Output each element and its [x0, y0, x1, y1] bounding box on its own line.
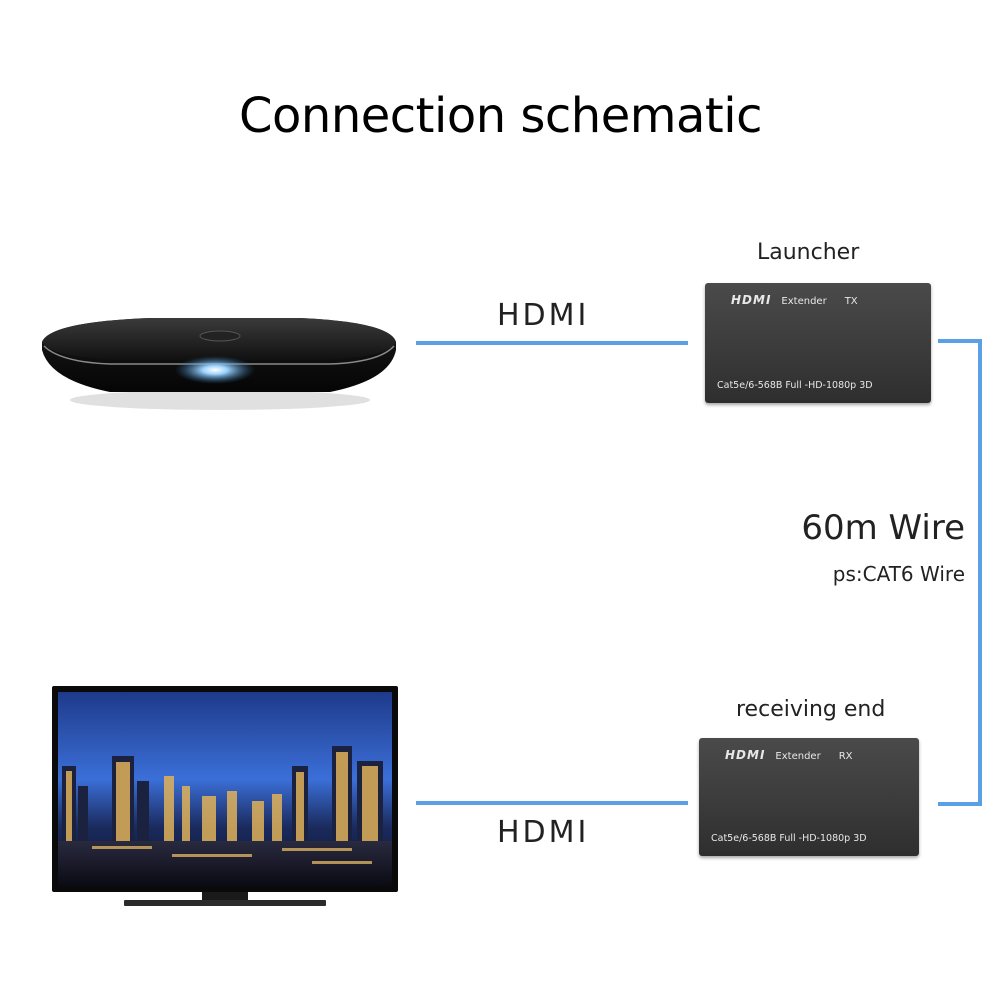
cat-wire-vertical — [978, 339, 982, 806]
wire-length-label: 60m Wire — [801, 508, 965, 548]
wire-type-note: ps:CAT6 Wire — [832, 562, 965, 586]
receiver-label: receiving end — [736, 697, 886, 722]
cat-wire-top — [938, 339, 982, 343]
hdmi-bottom-label: HDMI — [497, 815, 590, 850]
hdmi-top-label: HDMI — [497, 298, 590, 333]
receiver-extender: HDMI Extender RX Cat5e/6-568B Full -HD-108… — [699, 738, 919, 856]
transmitter-model: TX — [844, 296, 858, 307]
transmitter-label: Launcher — [757, 240, 860, 265]
set-top-box-icon — [42, 318, 396, 410]
hdmi-cable-top — [416, 341, 688, 345]
tv-monitor-icon — [52, 686, 398, 906]
receiver-spec: Cat5e/6-568B Full -HD-1080p 3D — [711, 833, 867, 844]
page-title: Connection schematic — [239, 88, 762, 144]
cat-wire-bottom — [938, 802, 982, 806]
receiver-brand: HDMI — [725, 748, 766, 762]
receiver-extender-word: Extender — [775, 751, 821, 762]
transmitter-extender: HDMI Extender TX Cat5e/6-568B Full -HD-108… — [705, 283, 931, 403]
receiver-top-text: HDMI Extender RX — [725, 748, 853, 762]
transmitter-spec: Cat5e/6-568B Full -HD-1080p 3D — [717, 380, 873, 391]
transmitter-top-text: HDMI Extender TX — [731, 293, 858, 307]
transmitter-extender-word: Extender — [781, 296, 827, 307]
receiver-model: RX — [838, 751, 853, 762]
hdmi-cable-bottom — [416, 801, 688, 805]
transmitter-brand: HDMI — [731, 293, 772, 307]
